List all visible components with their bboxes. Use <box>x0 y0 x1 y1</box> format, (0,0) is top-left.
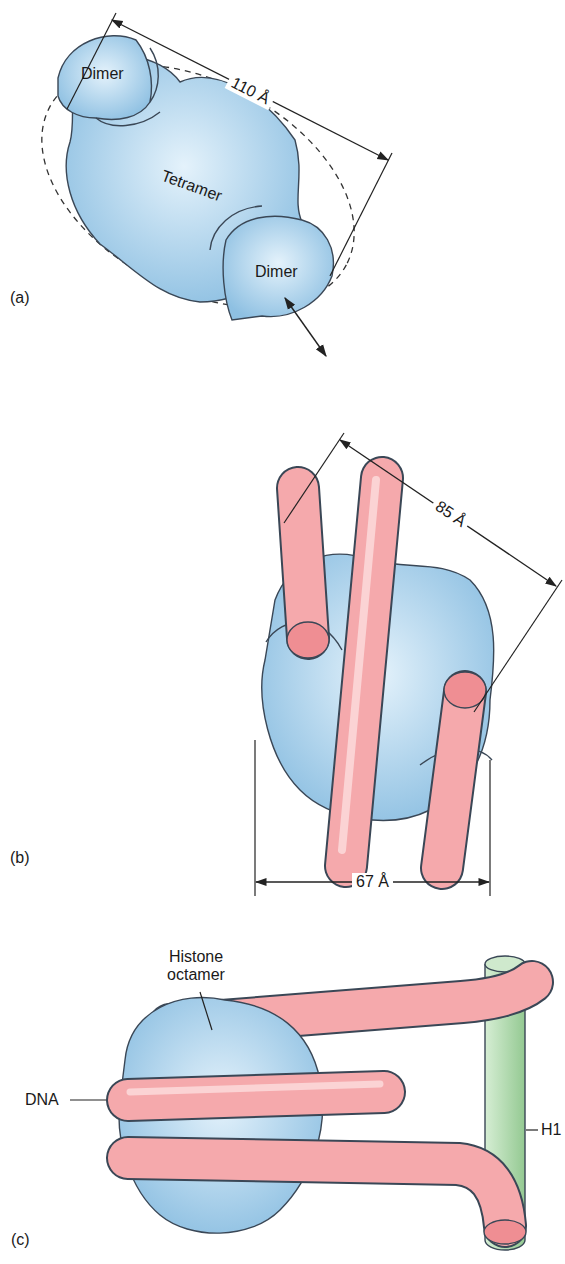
part-label: H1 <box>541 1121 561 1139</box>
panel-letter: (a) <box>10 289 30 307</box>
node-text: Dimer <box>255 263 298 281</box>
panel-letter: (b) <box>10 849 30 867</box>
panel-c <box>70 956 538 1250</box>
node-text: Dimer <box>81 65 124 83</box>
dimer-region: Dimer <box>78 63 127 85</box>
panel-letter: (c) <box>11 1231 30 1249</box>
part-label: DNA <box>25 1091 59 1109</box>
part-label: Histone octamer <box>160 948 232 985</box>
relation-arrow <box>285 298 326 356</box>
panel-b <box>255 433 562 896</box>
panel-a <box>1 13 395 357</box>
dimension-label: 85 Å <box>428 495 472 533</box>
dimer-region: Dimer <box>252 261 301 283</box>
dimension-label: 67 Å <box>352 873 393 891</box>
